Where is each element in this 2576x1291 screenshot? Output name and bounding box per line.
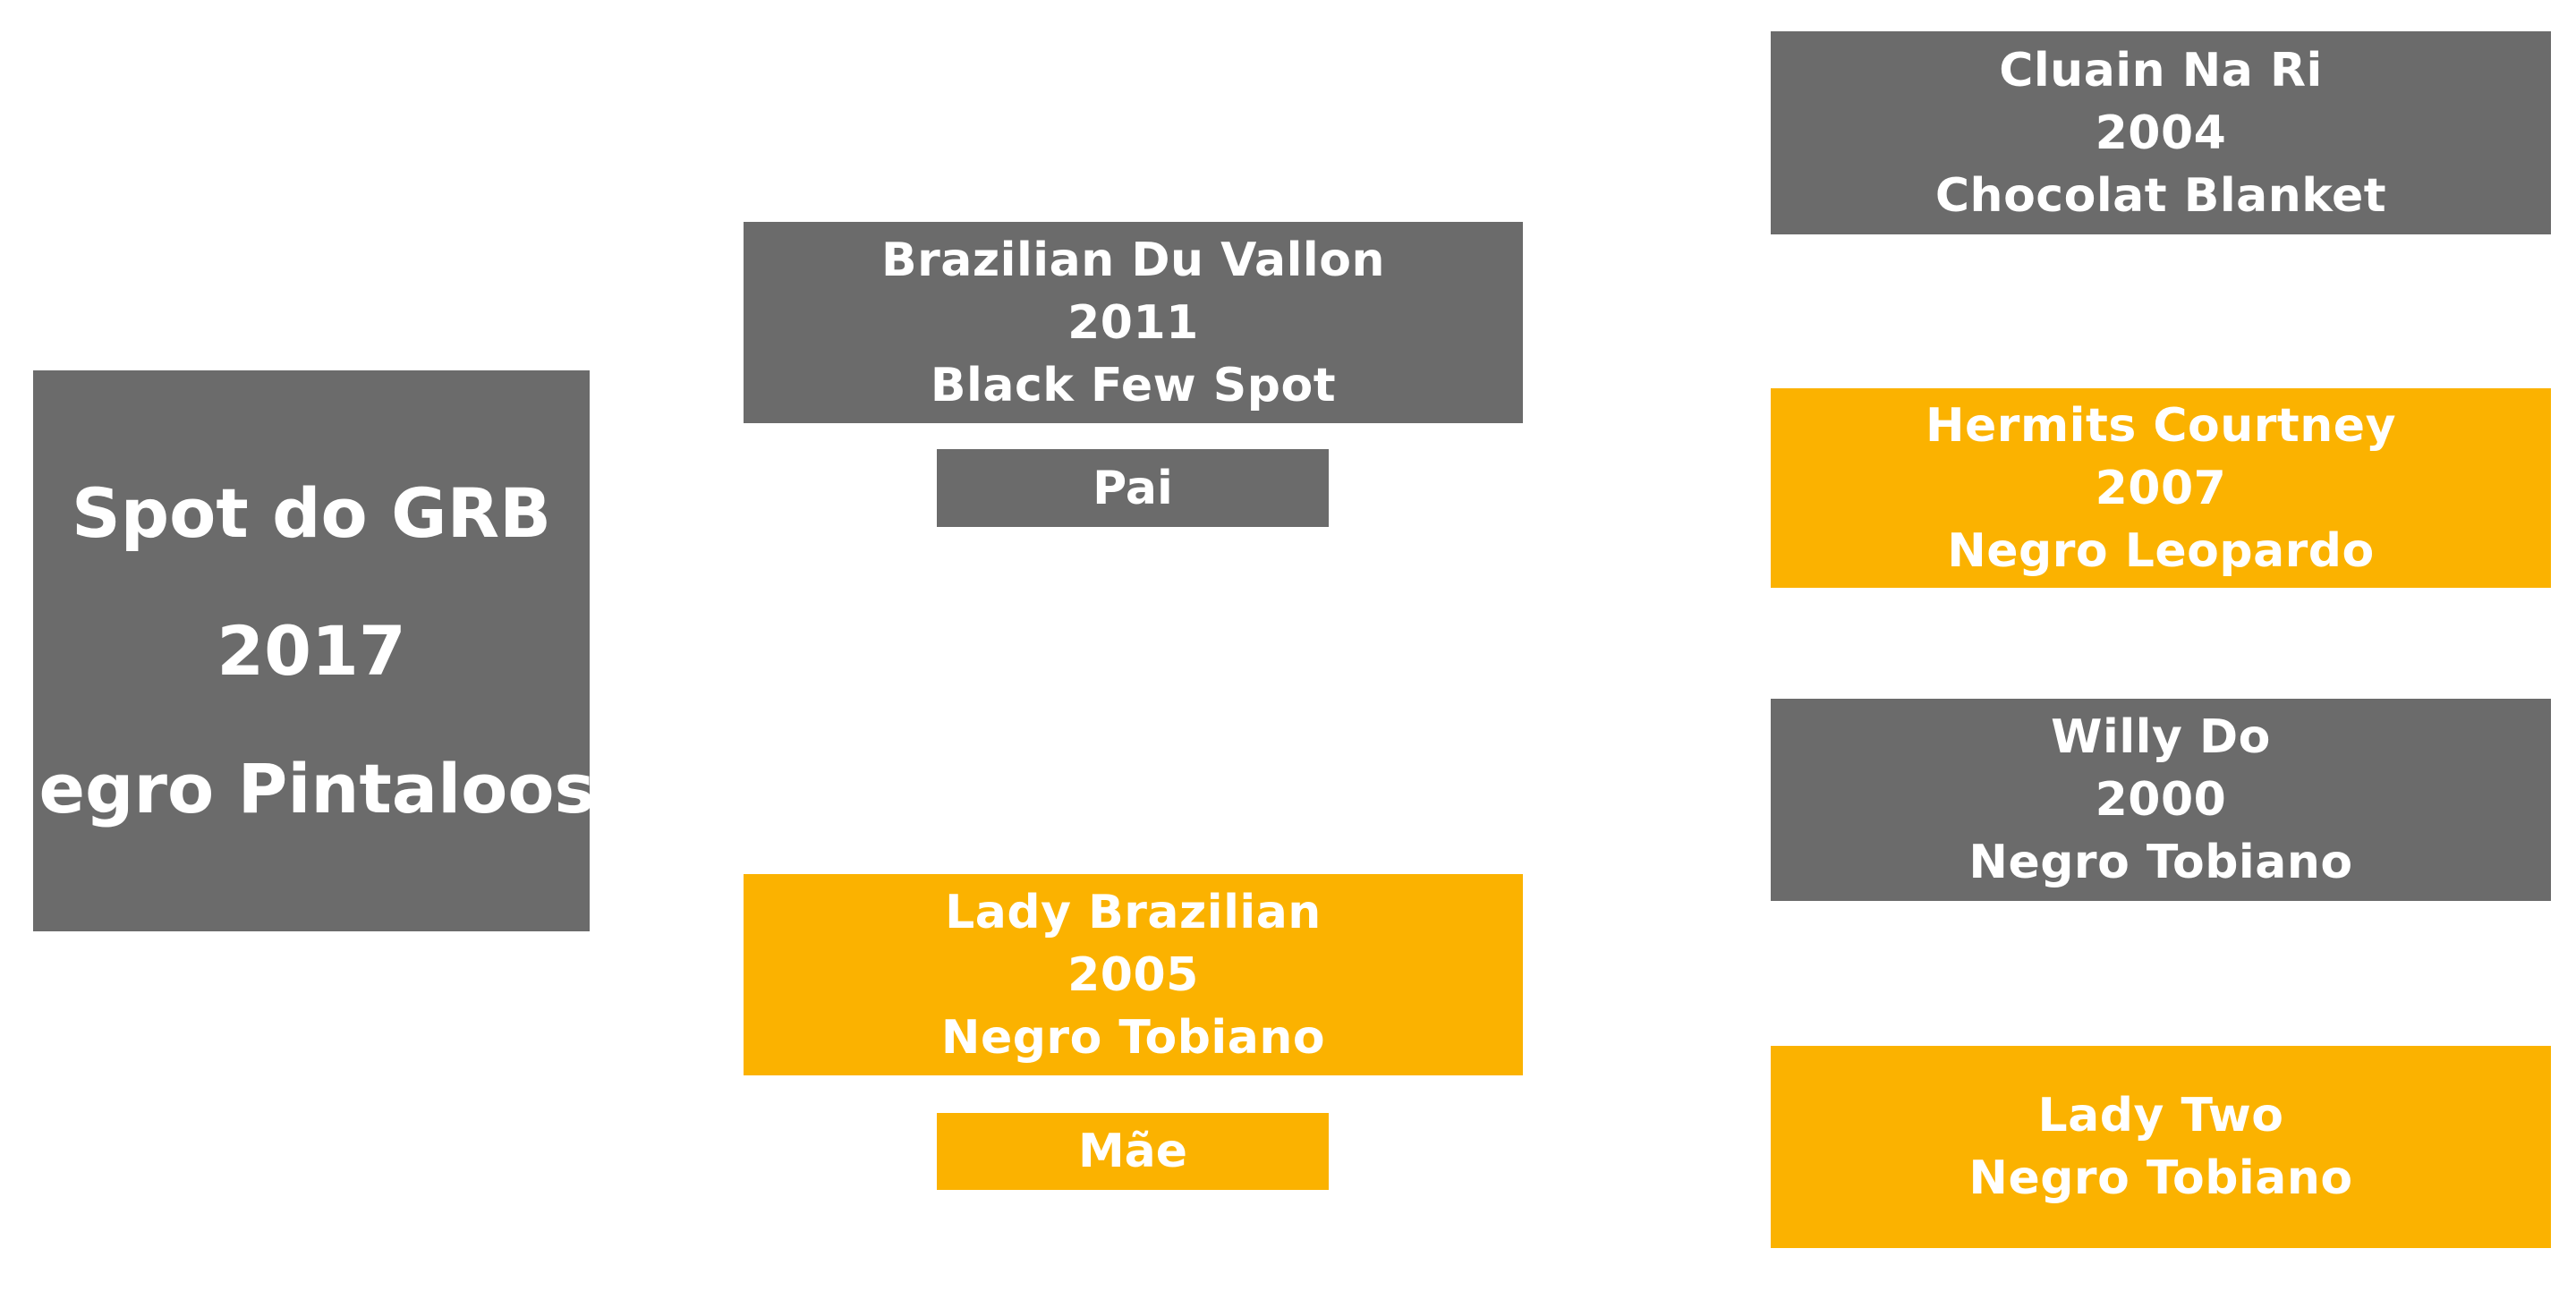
dam-label-tag: Mãe (937, 1113, 1329, 1190)
dam-card: Lady Brazilian 2005 Negro Tobiano (744, 874, 1523, 1075)
sire-label: Pai (1092, 461, 1173, 515)
maternal-grandsire-card: Willy Do 2000 Negro Tobiano (1771, 699, 2551, 901)
subject-card: Spot do GRB 2017 Negro Pintaloosa (0, 370, 641, 931)
grandparent-color: Negro Tobiano (1968, 1151, 2353, 1205)
grandparent-name: Willy Do (2051, 710, 2271, 764)
sire-name: Brazilian Du Vallon (881, 233, 1385, 287)
grandparent-color: Negro Tobiano (1968, 836, 2353, 889)
sire-color: Black Few Spot (930, 358, 1337, 412)
grandparent-color: Negro Leopardo (1947, 523, 2375, 578)
subject-year: 2017 (217, 610, 406, 691)
grandparent-year: 2004 (2095, 106, 2227, 160)
grandparent-name: Cluain Na Ri (1999, 43, 2323, 98)
dam-name: Lady Brazilian (945, 885, 1322, 939)
sire-card: Brazilian Du Vallon 2011 Black Few Spot (744, 222, 1523, 423)
subject-name: Spot do GRB (71, 472, 552, 553)
subject-color: Negro Pintaloosa (0, 748, 642, 828)
maternal-granddam-card: Lady Two Negro Tobiano (1771, 1046, 2551, 1248)
sire-year: 2011 (1067, 295, 1199, 350)
paternal-granddam-card: Hermits Courtney 2007 Negro Leopardo (1771, 388, 2551, 588)
grandparent-name: Lady Two (2037, 1089, 2284, 1142)
grandparent-year: 2007 (2095, 461, 2227, 515)
sire-label-tag: Pai (937, 449, 1329, 527)
grandparent-color: Chocolat Blanket (1934, 168, 2387, 223)
dam-year: 2005 (1067, 947, 1199, 1002)
dam-color: Negro Tobiano (940, 1010, 1326, 1065)
dam-label: Mãe (1077, 1125, 1188, 1178)
grandparent-year: 2000 (2095, 773, 2227, 827)
paternal-grandsire-card: Cluain Na Ri 2004 Chocolat Blanket (1771, 31, 2551, 234)
grandparent-name: Hermits Courtney (1926, 398, 2396, 453)
